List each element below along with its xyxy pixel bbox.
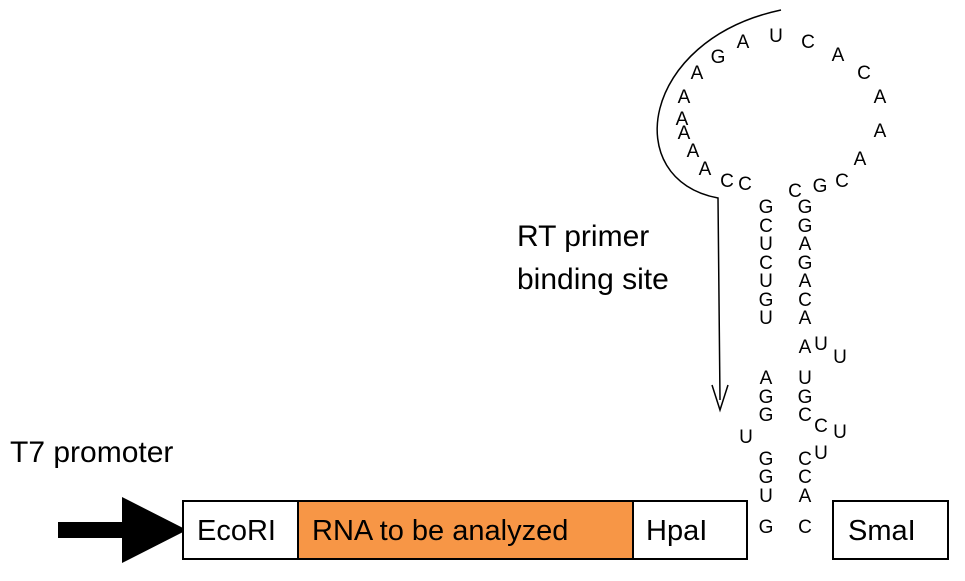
nucleotide-stem-upper-right-2: A xyxy=(799,234,812,255)
nucleotide-loop-4: C xyxy=(801,32,815,53)
nucleotide-loop-11: G xyxy=(813,176,828,197)
nucleotide-stem-mid-right-0: U xyxy=(798,368,812,389)
nucleotide-stem-upper-right-6: A xyxy=(799,308,812,329)
nucleotide-bulge-right-top-1: U xyxy=(814,334,828,355)
nucleotide-stem-lower-left-2: U xyxy=(759,486,773,507)
ecori-label: EcoRI xyxy=(197,515,276,547)
nucleotide-stem-upper-right-4: A xyxy=(799,271,812,292)
nucleotide-stem-upper-left-4: U xyxy=(759,271,773,292)
nucleotide-stem-upper-right-1: G xyxy=(798,216,813,237)
insert-label: RNA to be analyzed xyxy=(312,515,568,547)
nucleotide-bulge-right-mid-1: U xyxy=(833,422,847,443)
t7-promoter-arrow xyxy=(58,497,187,563)
nucleotide-stem-upper-right-5: C xyxy=(798,290,812,311)
nucleotide-stem-lower-right-2: A xyxy=(799,486,812,507)
nucleotide-loop-0: A xyxy=(691,63,704,84)
nucleotide-stem-upper-left-3: C xyxy=(759,253,773,274)
ecori-box xyxy=(182,500,299,560)
nucleotide-bulge-right-mid-2: U xyxy=(814,443,828,464)
nucleotide-stem-upper-left-1: C xyxy=(759,216,773,237)
nucleotide-left-upper-arm-5: C xyxy=(720,171,734,192)
nucleotide-loop-12: C xyxy=(788,181,802,202)
nucleotide-stem-lower-right-0: C xyxy=(798,449,812,470)
smai-label: SmaI xyxy=(848,515,916,547)
smai-box xyxy=(832,500,949,560)
rt-primer-curve xyxy=(656,9,782,413)
nucleotide-stem-lower-right-1: C xyxy=(798,467,812,488)
nucleotide-bulge-right-top-0: A xyxy=(799,337,812,358)
nucleotide-stem-mid-left-1: G xyxy=(759,387,774,408)
promoter-label: T7 promoter xyxy=(10,436,173,469)
rt-primer-label-line1: RT primer xyxy=(517,220,649,253)
nucleotide-left-upper-arm-6: C xyxy=(738,174,752,195)
nucleotide-left-upper-arm-2: A xyxy=(678,123,691,144)
nucleotide-stem-mid-left-0: A xyxy=(760,368,773,389)
nucleotide-stem-lower-right-3: C xyxy=(798,517,812,538)
nucleotide-stem-mid-left-2: G xyxy=(759,405,774,426)
nucleotide-bulge-right-top-2: U xyxy=(833,347,847,368)
nucleotide-stem-lower-left-3: G xyxy=(759,517,774,538)
nucleotide-stem-upper-left-5: G xyxy=(759,290,774,311)
nucleotide-loop-5: A xyxy=(832,45,845,66)
nucleotide-stem-lower-left-1: G xyxy=(759,467,774,488)
nucleotide-loop-8: A xyxy=(874,121,887,142)
nucleotide-stem-upper-left-2: U xyxy=(759,234,773,255)
nucleotide-stem-upper-right-3: G xyxy=(798,253,813,274)
nucleotide-loop-10: C xyxy=(835,171,849,192)
hpai-label: HpaI xyxy=(646,515,707,547)
nucleotide-stem-upper-left-6: U xyxy=(759,308,773,329)
nucleotide-loop-3: U xyxy=(769,26,783,47)
hpai-box xyxy=(632,500,748,560)
nucleotide-loop-1: G xyxy=(711,47,726,68)
nucleotide-left-upper-arm-1: A xyxy=(676,109,689,130)
nucleotide-stem-mid-right-1: G xyxy=(798,387,813,408)
nucleotide-loop-9: A xyxy=(854,149,867,170)
nucleotide-stem-lower-left-0: G xyxy=(759,449,774,470)
construct-boxes: EcoRI RNA to be analyzed HpaI SmaI xyxy=(182,500,949,560)
nucleotide-bulge-right-mid-0: C xyxy=(814,416,828,437)
nucleotide-stem-mid-right-2: C xyxy=(798,405,812,426)
nucleotide-loop-6: C xyxy=(857,63,871,84)
nucleotide-stem-upper-left-0: G xyxy=(759,197,774,218)
nucleotide-left-upper-arm-0: A xyxy=(678,87,691,108)
nucleotide-bulge-left-0: U xyxy=(739,427,753,448)
nucleotide-left-upper-arm-3: A xyxy=(687,141,700,162)
nucleotide-stem-upper-right-0: G xyxy=(798,197,813,218)
insert-box xyxy=(297,500,634,560)
rt-primer-label-line2: binding site xyxy=(517,263,669,296)
nucleotide-loop-2: A xyxy=(737,32,750,53)
nucleotide-left-upper-arm-4: A xyxy=(699,159,712,180)
nucleotide-loop-7: A xyxy=(874,87,887,108)
